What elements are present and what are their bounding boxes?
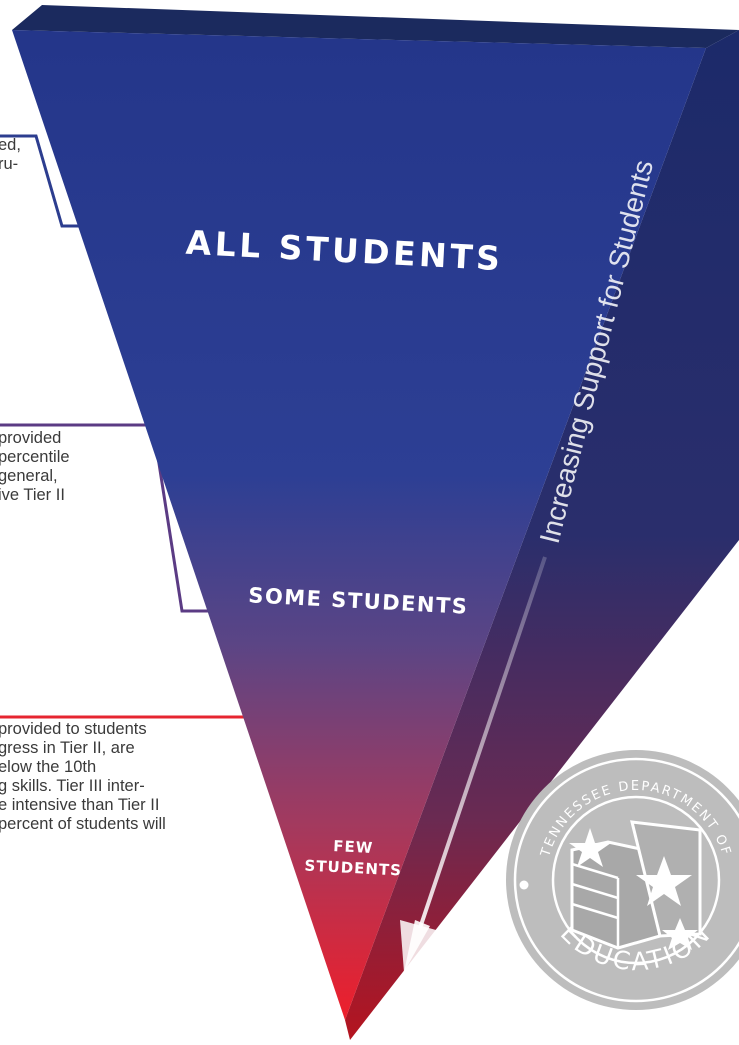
tier3-label-line2: STUDENTS: [304, 856, 402, 879]
tier2-connector: [0, 423, 208, 613]
tier1-callout: ed, ru-: [0, 136, 21, 174]
tier3-callout-line: percent of students will: [0, 815, 166, 833]
tier3-callout-line: g skills. Tier III inter-: [0, 777, 145, 795]
tennessee-education-seal: TENNESSEE DEPARTMENT OF EDUCATION: [506, 750, 739, 1010]
tier2-callout: provided percentile general, ive Tier II: [0, 429, 70, 505]
tier2-callout-line: ive Tier II: [0, 486, 65, 504]
tier1-callout-line: ed,: [0, 136, 21, 154]
pyramid-top-face: [12, 5, 739, 48]
tier3-callout: provided to students gress in Tier II, a…: [0, 720, 166, 834]
tier2-callout-line: percentile: [0, 448, 70, 466]
tier3-callout-line: gress in Tier II, are: [0, 739, 135, 757]
tier3-callout-line: provided to students: [0, 720, 147, 738]
increasing-support-arrow: [400, 556, 547, 972]
tier1-callout-line: ru-: [0, 155, 19, 173]
tier3-label-line1: FEW: [333, 837, 374, 857]
tier3-callout-line: elow the 10th: [0, 758, 97, 776]
tier3-callout-line: e intensive than Tier II: [0, 796, 160, 814]
tier1-connector: [0, 134, 86, 228]
pyramid-front-face: [12, 30, 706, 1020]
seal-books-stars-icon: [569, 820, 702, 950]
tier2-callout-line: general,: [0, 467, 58, 485]
tier2-callout-line: provided: [0, 429, 62, 447]
pyramid-side-face: [345, 30, 739, 1040]
